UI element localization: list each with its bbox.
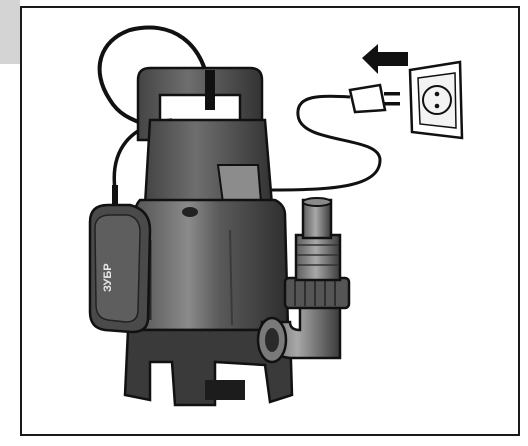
wall-socket-icon: [408, 60, 464, 140]
brand-label: ЗУБР: [102, 263, 114, 292]
plug-cable: [267, 94, 382, 192]
pump-base: [123, 328, 294, 407]
power-cable: [97, 25, 212, 142]
arrow-left-icon: [362, 44, 408, 74]
pump-body: [133, 198, 290, 332]
power-plug-icon: [348, 83, 400, 114]
discharge-outlet: [256, 197, 351, 364]
float-switch-icon: ЗУБР: [88, 185, 152, 334]
corner-tab: [0, 0, 20, 64]
